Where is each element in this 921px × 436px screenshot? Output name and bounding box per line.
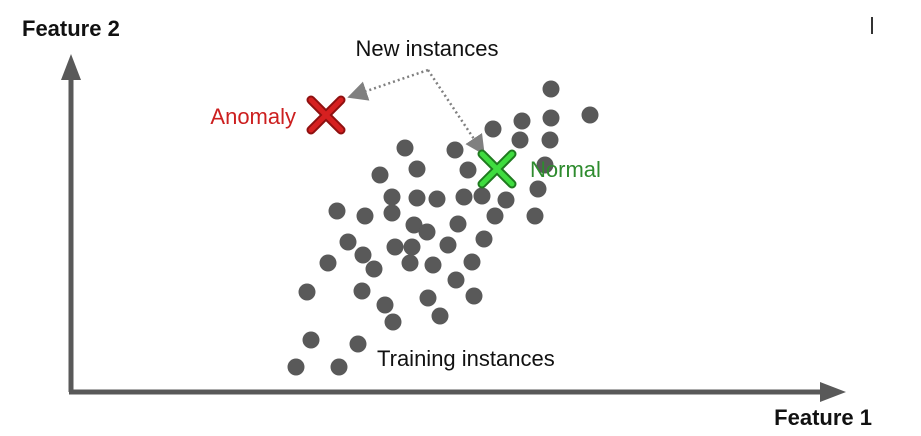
training-point xyxy=(449,215,467,233)
training-point xyxy=(428,190,446,208)
training-point xyxy=(408,189,426,207)
training-point xyxy=(383,204,401,222)
y-axis-label: Feature 2 xyxy=(22,16,120,41)
training-point xyxy=(376,296,394,314)
training-point xyxy=(526,207,544,225)
anomaly-x-mark-icon xyxy=(306,95,346,135)
anomaly-label: Anomaly xyxy=(210,104,296,129)
training-point xyxy=(384,313,402,331)
axes xyxy=(61,54,846,402)
training-point xyxy=(349,335,367,353)
training-point xyxy=(353,282,371,300)
training-point xyxy=(475,230,493,248)
training-point xyxy=(447,271,465,289)
training-point xyxy=(330,358,348,376)
training-point xyxy=(511,131,529,149)
new-instance-arrows xyxy=(347,68,485,156)
x-axis-arrowhead xyxy=(820,382,846,402)
training-point xyxy=(403,238,421,256)
training-point xyxy=(396,139,414,157)
training-point xyxy=(473,187,491,205)
training-point xyxy=(328,202,346,220)
training-point xyxy=(386,238,404,256)
training-point xyxy=(365,260,383,278)
training-point xyxy=(419,289,437,307)
training-point xyxy=(401,254,419,272)
training-points xyxy=(287,80,599,376)
training-instances-label: Training instances xyxy=(377,346,555,371)
training-point xyxy=(486,207,504,225)
training-point xyxy=(513,112,531,130)
training-point xyxy=(405,216,423,234)
normal-x-mark-icon xyxy=(477,149,517,189)
training-point xyxy=(356,207,374,225)
training-point xyxy=(484,120,502,138)
training-point xyxy=(418,223,436,241)
training-point xyxy=(302,331,320,349)
arrow-to-normal xyxy=(426,69,485,156)
training-point xyxy=(424,256,442,274)
x-axis-label: Feature 1 xyxy=(774,405,872,430)
training-point xyxy=(287,358,305,376)
training-point xyxy=(542,109,560,127)
training-point xyxy=(542,80,560,98)
training-point xyxy=(459,161,477,179)
training-point xyxy=(298,283,316,301)
training-point xyxy=(383,188,401,206)
training-point xyxy=(339,233,357,251)
training-point xyxy=(581,106,599,124)
training-point xyxy=(319,254,337,272)
new-instances-label: New instances xyxy=(355,36,498,61)
normal-label: Normal xyxy=(530,157,601,182)
training-point xyxy=(446,141,464,159)
arrow-to-anomaly xyxy=(347,68,429,101)
training-point xyxy=(439,236,457,254)
training-point xyxy=(465,287,483,305)
training-point xyxy=(463,253,481,271)
training-point xyxy=(541,131,559,149)
training-point xyxy=(371,166,389,184)
training-point xyxy=(536,156,554,174)
training-point xyxy=(431,307,449,325)
training-point xyxy=(455,188,473,206)
training-point xyxy=(497,191,515,209)
y-axis-arrowhead xyxy=(61,54,81,80)
training-point xyxy=(354,246,372,264)
training-point xyxy=(408,160,426,178)
training-point xyxy=(529,180,547,198)
